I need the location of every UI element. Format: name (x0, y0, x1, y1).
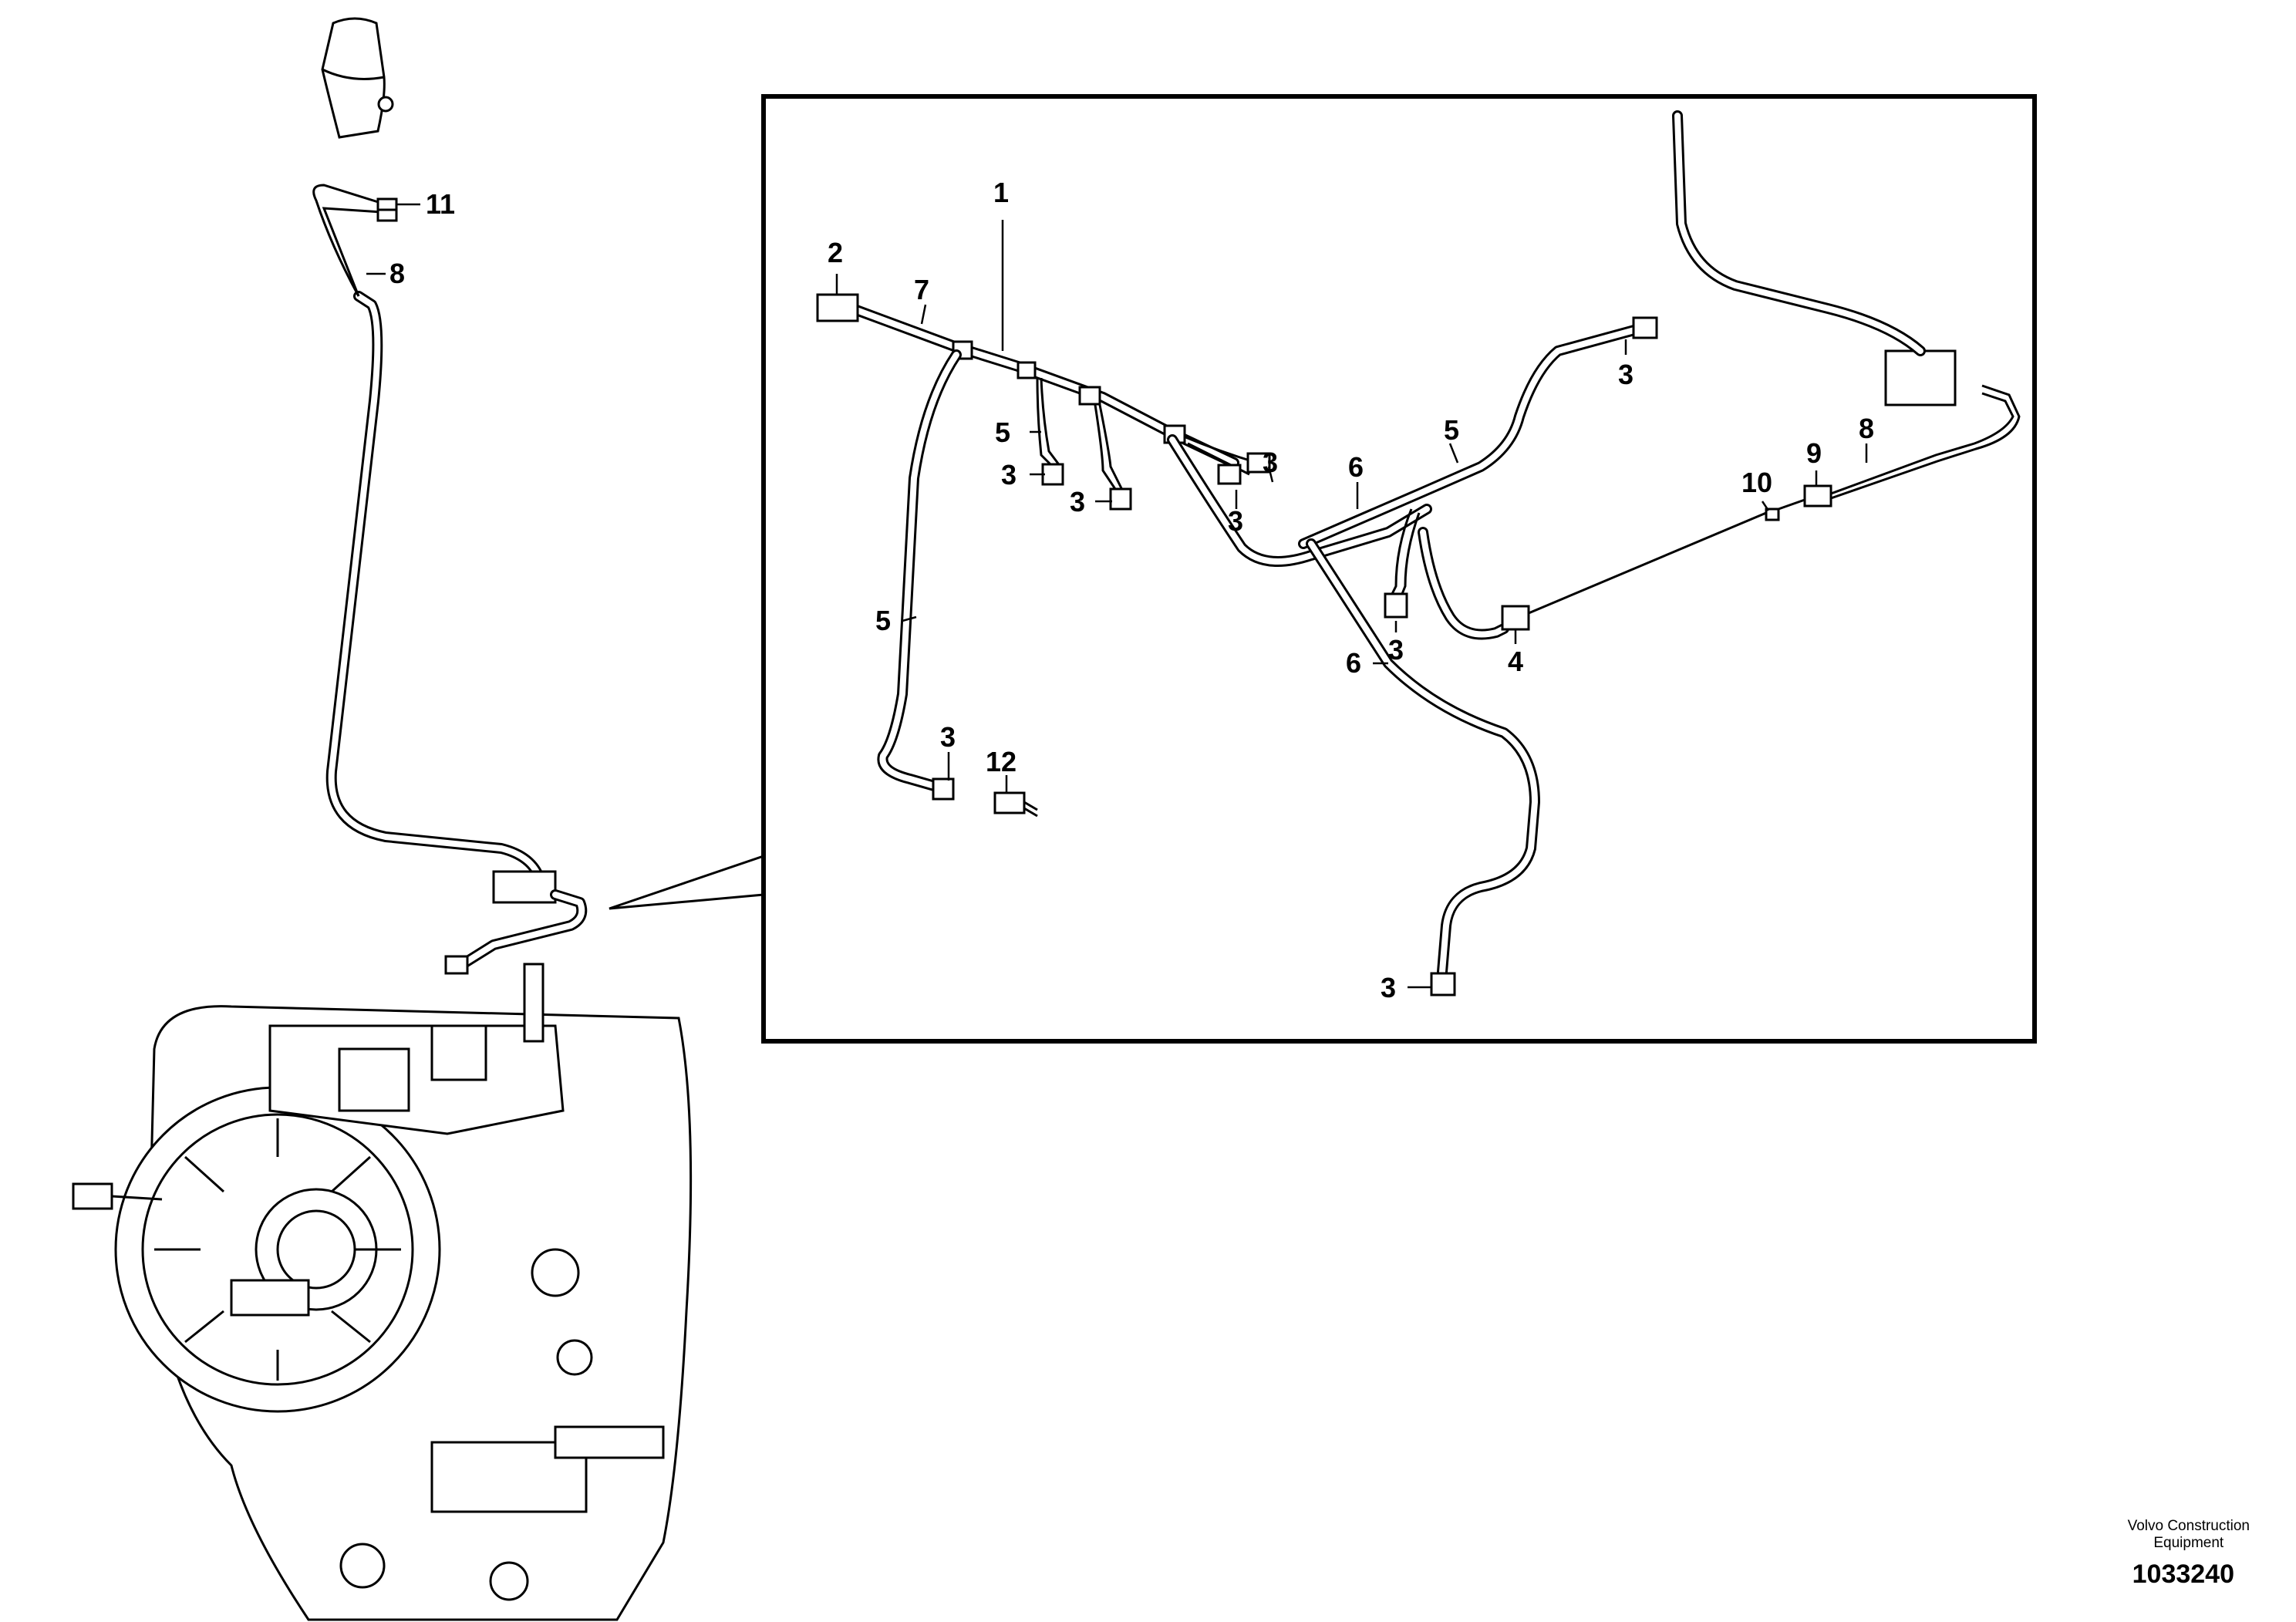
callout-3-e: 3 (1618, 359, 1633, 390)
detail-pointer (609, 854, 765, 910)
callout-6-b: 6 (1346, 647, 1361, 679)
callout-6-a: 6 (1348, 451, 1364, 483)
credit-line-2: Equipment (2153, 1535, 2224, 1551)
callout-3-h: 3 (1381, 972, 1396, 1003)
credit-line-1: Volvo Construction (2127, 1518, 2250, 1534)
callout-9: 9 (1806, 437, 1822, 469)
callout-3-b: 3 (1070, 486, 1085, 518)
callout-5-a: 5 (995, 416, 1010, 448)
callout-7: 7 (914, 274, 929, 305)
main-harness (816, 110, 2021, 996)
callout-5-b: 5 (1444, 414, 1459, 446)
callout-8-left: 8 (389, 258, 405, 289)
callout-2: 2 (828, 237, 843, 268)
callout-12: 12 (986, 746, 1017, 777)
callout-3-a: 3 (1001, 459, 1017, 491)
callout-numbers: 11 8 1 2 7 5 3 3 3 3 6 5 3 10 9 8 5 3 4 … (389, 177, 1874, 1003)
callout-11: 11 (426, 188, 455, 220)
callout-3-f: 3 (1388, 634, 1404, 666)
document-number: 1033240 (2132, 1560, 2234, 1589)
lever-cable (312, 184, 588, 975)
callout-5-c: 5 (875, 605, 891, 636)
callout-1: 1 (993, 177, 1009, 208)
callout-3-g: 3 (940, 721, 956, 753)
callout-4: 4 (1508, 646, 1523, 677)
leader-lines (366, 203, 1868, 989)
callout-8-right: 8 (1859, 413, 1874, 444)
callout-3-d: 3 (1263, 447, 1278, 478)
gear-lever-knob (321, 17, 394, 139)
callout-3-c: 3 (1228, 505, 1243, 537)
callout-10: 10 (1741, 467, 1772, 498)
detail-frame (761, 94, 2037, 1044)
transmission-unit (72, 963, 693, 1621)
credit-block: Volvo Construction Equipment (2128, 1518, 2250, 1552)
